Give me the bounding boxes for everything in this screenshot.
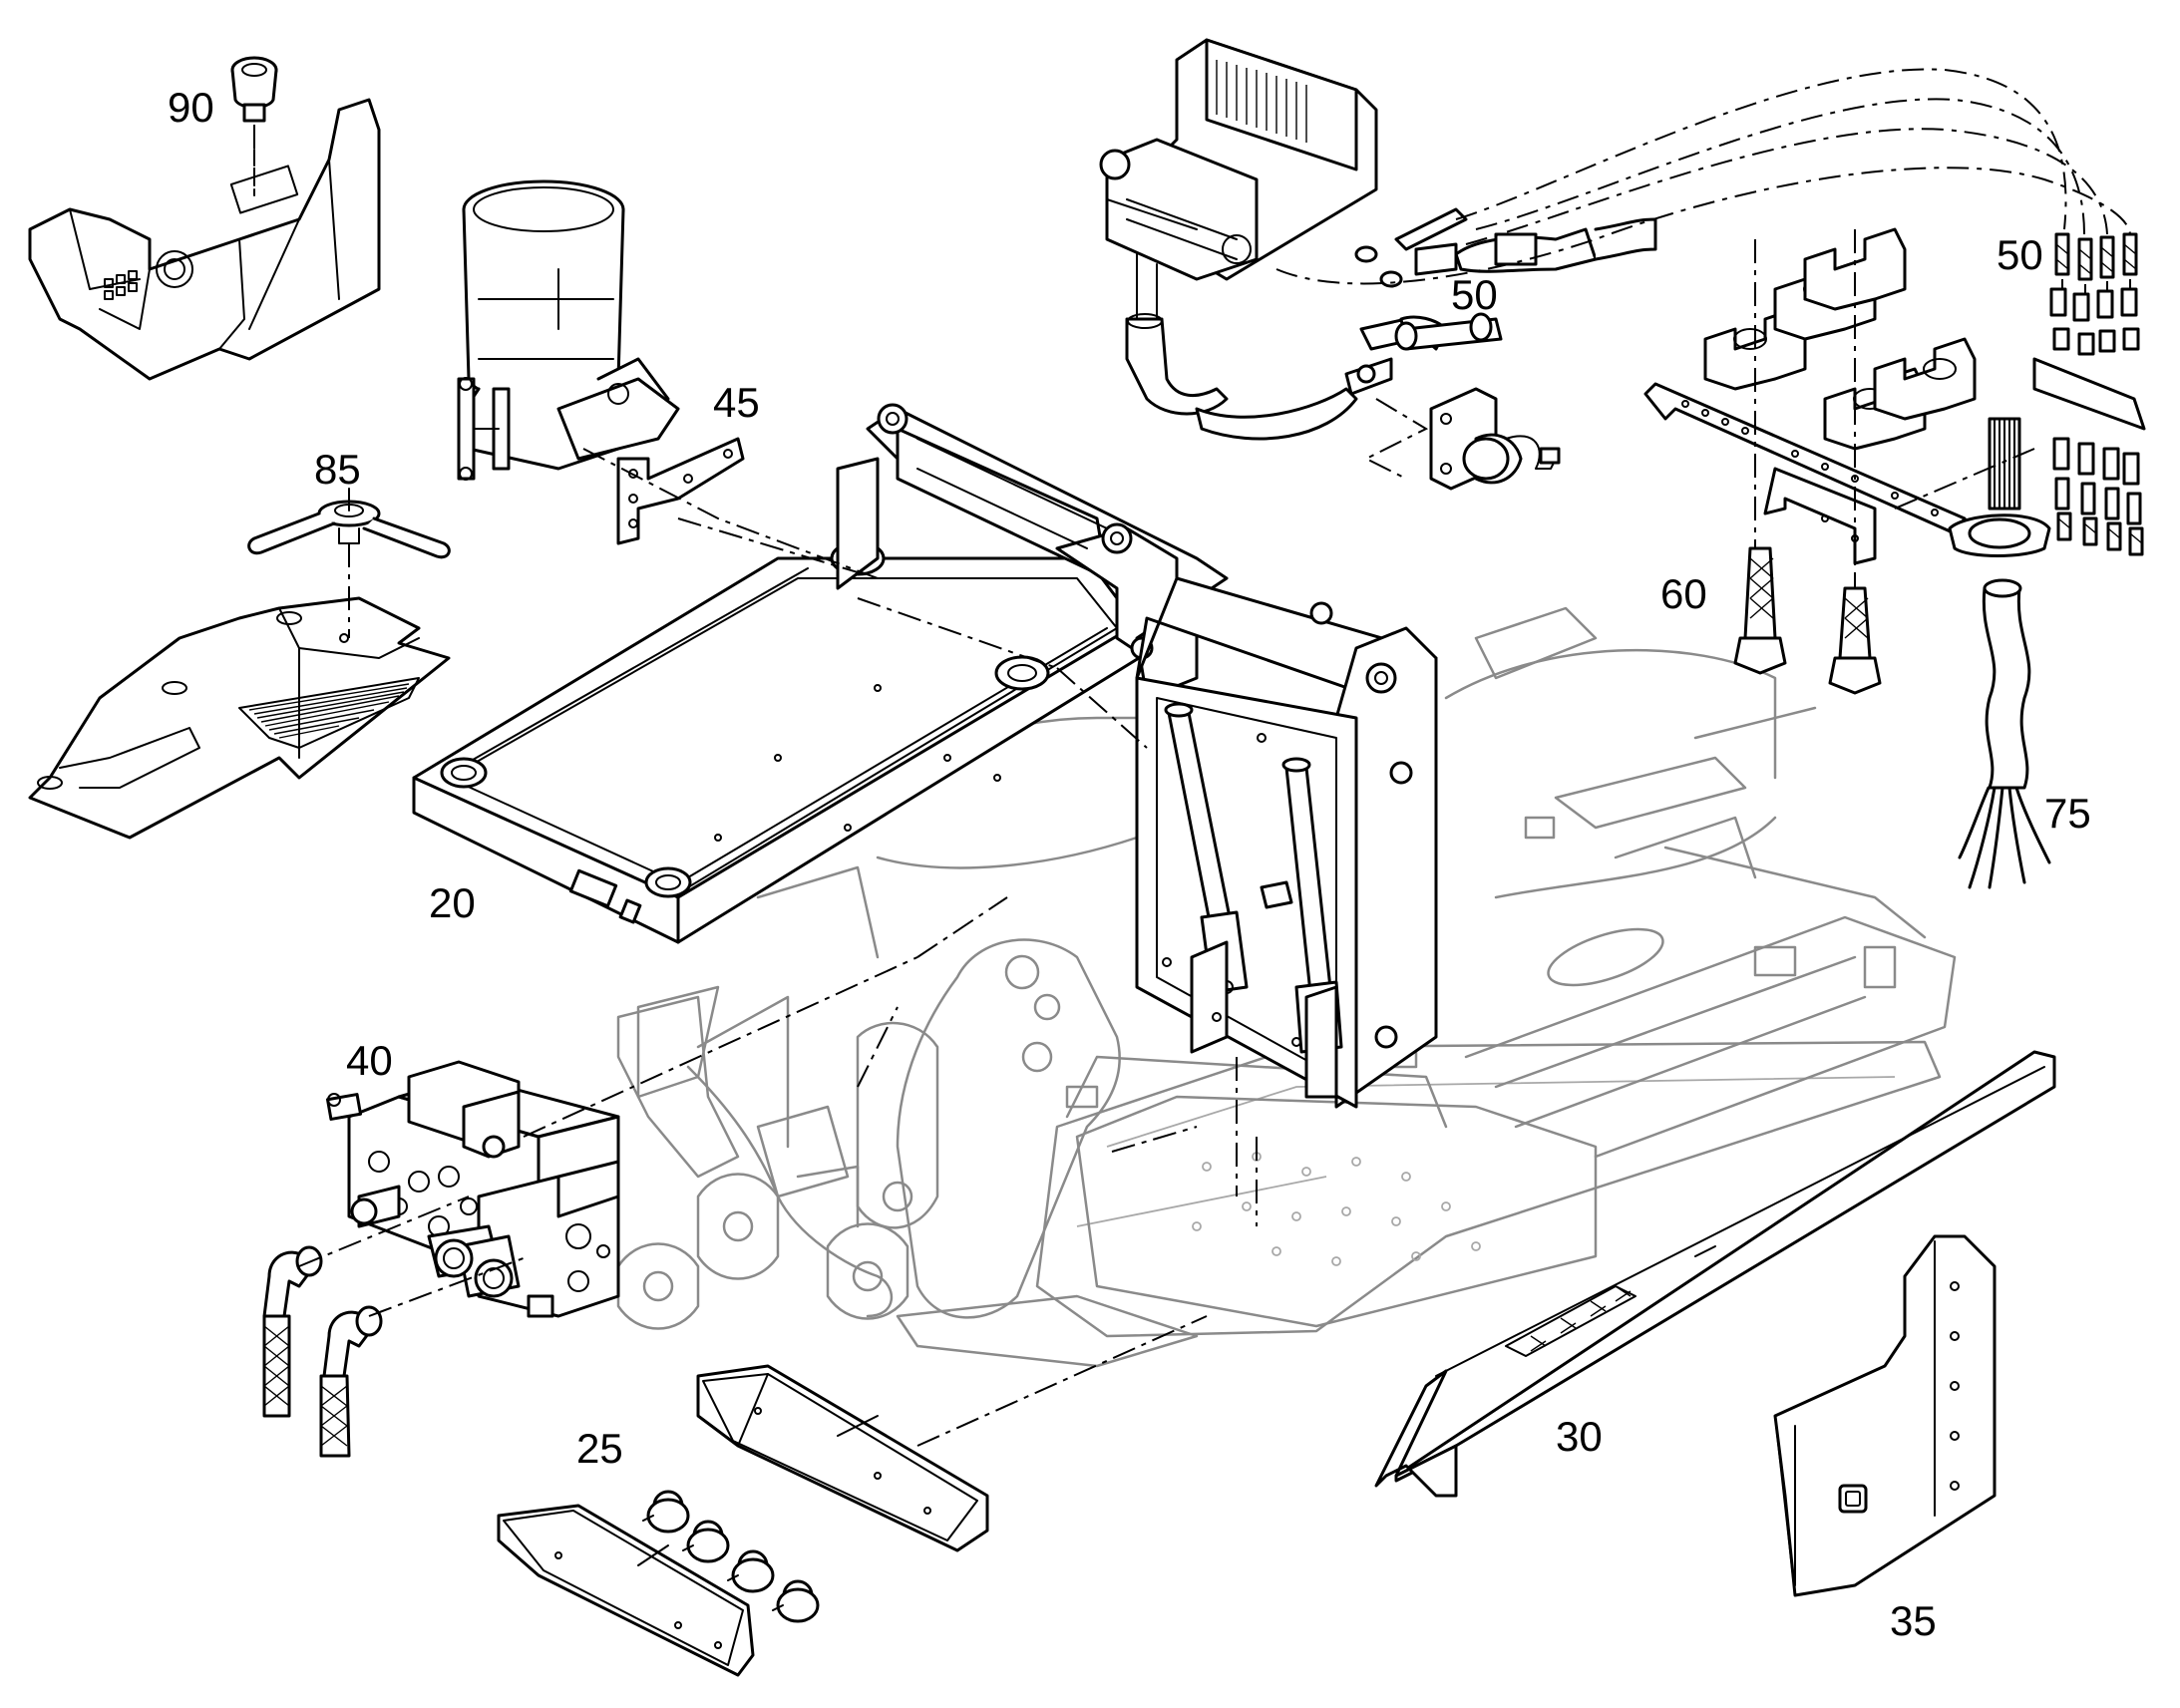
callout-60: 60 [1660, 570, 1707, 617]
base-frame [616, 606, 1957, 1368]
callout-40: 40 [346, 1037, 393, 1084]
blower-motor [1429, 387, 1561, 491]
callout-50-motor: 50 [1451, 271, 1498, 318]
assembly-centerlines [253, 125, 1258, 1447]
callout-20: 20 [429, 879, 476, 926]
callout-90: 90 [168, 84, 214, 131]
sleeve-fittings [1733, 546, 1882, 695]
hydraulic-valve-block [325, 1060, 620, 1318]
cable-harness [1948, 417, 2051, 889]
callout-25: 25 [576, 1425, 623, 1472]
hatched-area [238, 677, 420, 749]
assembly-line-blower [1363, 398, 1429, 480]
hose-clamps [1703, 227, 1977, 451]
callout-85: 85 [314, 446, 361, 493]
rotary-knob [230, 56, 278, 123]
callout-50-fittings: 50 [1997, 231, 2043, 278]
seat-platform-frame [412, 540, 1149, 944]
callout-30: 30 [1556, 1413, 1603, 1460]
callout-35: 35 [1890, 1597, 1937, 1644]
floor-plate [28, 596, 451, 840]
grease-pump [457, 179, 680, 481]
hose-fittings-array [2032, 232, 2146, 556]
air-duct [1125, 313, 1358, 441]
storage-tray-lower [497, 1504, 755, 1677]
tilt-tower [1135, 576, 1438, 1109]
hose-routing [1275, 68, 2131, 588]
hydraulic-hoses [262, 1245, 383, 1458]
callout-45: 45 [713, 379, 760, 426]
callout-75: 75 [2044, 790, 2091, 837]
connector-fittings [1344, 207, 1657, 396]
side-cover-panel [1773, 1234, 1997, 1597]
operator-console [28, 98, 381, 381]
storage-tray-upper [696, 1364, 989, 1552]
mounting-bracket [616, 437, 745, 545]
side-panel-long [1374, 1050, 2056, 1498]
rubber-mounts [642, 1490, 820, 1623]
heater-unit [1099, 38, 1378, 329]
control-lever [247, 488, 451, 559]
callout-labels: 90 85 45 50 50 60 75 20 40 25 30 35 [168, 84, 2091, 1644]
